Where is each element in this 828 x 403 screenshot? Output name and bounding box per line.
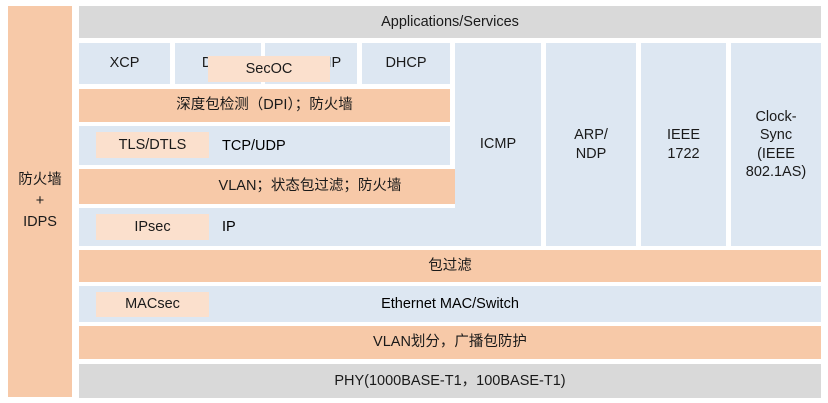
column-icmp: ICMP [455, 43, 541, 246]
layer-box-tls-dtls: TLS/DTLS [96, 132, 209, 158]
protocol-box-xcp: XCP [79, 43, 170, 84]
sidebar-firewall-idps: 防火墙 + IDPS [8, 6, 72, 397]
column-ieee-1722: IEEE 1722 [641, 43, 726, 246]
layer-label-ethernet-mac-switch: Ethernet MAC/Switch [381, 296, 519, 312]
layer-label-ip: IP [222, 219, 236, 235]
overlay-box-secoc: SecOC [208, 56, 330, 82]
column-clock-sync: Clock- Sync (IEEE 802.1AS) [731, 43, 821, 246]
layer-packet-filter: 包过滤 [79, 250, 821, 282]
layer-vlan-partition: VLAN划分，广播包防护 [79, 326, 821, 359]
layer-box-macsec: MACsec [96, 292, 209, 317]
layer-phy: PHY(1000BASE-T1，100BASE-T1) [79, 364, 821, 398]
column-arp-ndp: ARP/ NDP [546, 43, 636, 246]
layer-box-ipsec: IPsec [96, 214, 209, 240]
protocol-box-dhcp: DHCP [362, 43, 450, 84]
layer-deep-packet-inspection: 深度包检测（DPI）；防火墙 [79, 89, 450, 122]
layer-label-tcp-udp: TCP/UDP [222, 137, 286, 154]
applications-services-header: Applications/Services [79, 6, 821, 38]
